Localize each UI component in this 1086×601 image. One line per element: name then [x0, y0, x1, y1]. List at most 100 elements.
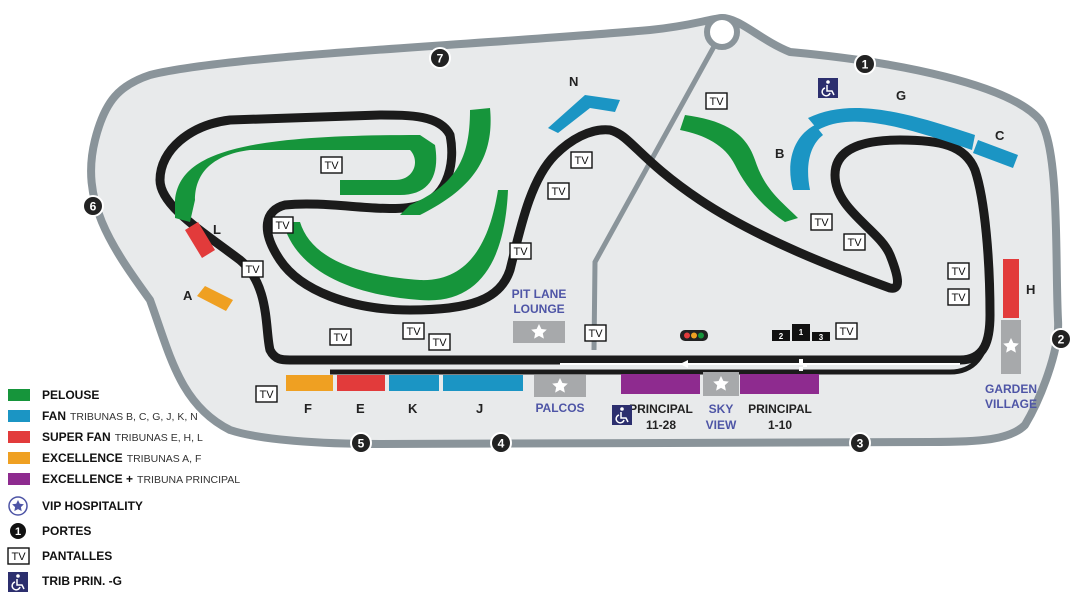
svg-text:TV: TV: [709, 96, 724, 108]
tv-screen-icon: TV: [843, 233, 866, 251]
tv-screen-icon: TV: [509, 242, 532, 260]
legend-swatch: [8, 452, 30, 464]
svg-text:TV: TV: [588, 328, 603, 340]
principal-left-label: 11-28: [646, 418, 676, 432]
roundabout: [704, 14, 740, 50]
svg-text:4: 4: [498, 437, 505, 451]
svg-text:3: 3: [857, 437, 864, 451]
tv-screen-icon: TV: [320, 156, 343, 174]
palcos-label: PALCOS: [535, 401, 584, 415]
stand-b: [790, 125, 823, 190]
stand-g: [808, 107, 975, 150]
sky-view-label: SKY: [709, 402, 734, 416]
svg-text:TV: TV: [839, 326, 854, 338]
svg-text:1: 1: [799, 328, 804, 337]
svg-text:1: 1: [862, 58, 869, 72]
svg-text:2: 2: [779, 332, 784, 341]
svg-text:TV: TV: [11, 551, 26, 563]
principal-right-label: 1-10: [768, 418, 792, 432]
star-icon: [713, 376, 729, 391]
stand-label-l: L: [213, 222, 221, 237]
stand-label-n: N: [569, 74, 578, 89]
svg-text:1: 1: [15, 526, 21, 538]
stand-label-k: K: [408, 401, 418, 416]
stand-n: [548, 95, 620, 133]
svg-text:TV: TV: [551, 186, 566, 198]
stand-label-b: B: [775, 146, 784, 161]
stand-j: [443, 375, 523, 391]
pit-lane-label: LOUNGE: [513, 302, 564, 316]
legend-label: VIP HOSPITALITY: [42, 499, 143, 513]
stand-label-g: G: [896, 88, 906, 103]
legend-label: PORTES: [42, 524, 91, 538]
excellence-stands: [197, 286, 333, 391]
gate-marker: 1: [854, 53, 876, 75]
pelouse-area-1: [175, 135, 437, 222]
tv-screen-icon: TV: [241, 260, 264, 278]
legend-label: TRIB PRIN. -G: [42, 574, 122, 588]
stand-principal-1-10: [740, 374, 819, 394]
stand-label-e: E: [356, 401, 365, 416]
pelouse-area-3: [283, 190, 508, 301]
gate-marker: 4: [490, 432, 512, 454]
svg-text:2: 2: [1058, 333, 1065, 347]
race-track: [155, 110, 995, 365]
podium-icon: 2 1 3: [772, 324, 830, 342]
svg-text:TV: TV: [814, 217, 829, 229]
stand-labels: N L A B G C H F E K J: [183, 74, 1035, 416]
star-icon: [531, 324, 547, 339]
stand-label-c: C: [995, 128, 1005, 143]
stand-l: [185, 222, 215, 258]
legend-item: EXCELLENCE +TRIBUNA PRINCIPAL: [8, 472, 240, 486]
stand-label-h: H: [1026, 282, 1035, 297]
svg-text:TV: TV: [259, 389, 274, 401]
stand-e: [337, 375, 385, 391]
principal-stands: [621, 374, 819, 394]
principal-right-label: PRINCIPAL: [748, 402, 812, 416]
arrow-left-icon: [680, 360, 716, 368]
legend-item: TRIB PRIN. -G: [8, 572, 122, 592]
tv-screen-icon: TV: [428, 333, 451, 351]
gate-marker: 7: [429, 47, 451, 69]
pit-lane: [330, 329, 993, 375]
legend-item: PELOUSE: [8, 388, 99, 402]
star-icon: [8, 496, 28, 516]
svg-text:TV: TV: [406, 326, 421, 338]
legend-label: PANTALLES: [42, 549, 112, 563]
area-labels: PIT LANE LOUNGE PALCOS PRINCIPAL 11-28 S…: [512, 287, 1037, 432]
svg-text:TV: TV: [951, 266, 966, 278]
access-road: [591, 30, 725, 351]
legend-label: PELOUSE: [42, 388, 99, 402]
traffic-light-icon: [680, 330, 708, 341]
legend-swatch: [8, 389, 30, 401]
legend-item: TV PANTALLES: [7, 547, 112, 565]
stand-a: [197, 286, 233, 311]
tv-screen-icon: TV: [947, 262, 970, 280]
fan-stands: [389, 95, 1018, 391]
stand-label-f: F: [304, 401, 312, 416]
svg-text:7: 7: [437, 52, 444, 66]
stand-f: [286, 375, 333, 391]
tv-screen-icon: TV: [7, 547, 30, 565]
garden-village-label: GARDEN: [985, 382, 1037, 396]
svg-text:TV: TV: [951, 292, 966, 304]
svg-text:TV: TV: [513, 246, 528, 258]
gate-marker: 2: [1050, 328, 1072, 350]
stand-c: [973, 140, 1018, 168]
stand-label-j: J: [476, 401, 483, 416]
tv-screen-icon: TV: [705, 92, 728, 110]
legend-swatch: [8, 473, 30, 485]
legend-item: VIP HOSPITALITY: [8, 496, 143, 516]
wheelchair-icon: [818, 78, 838, 98]
wheelchair-icon: [612, 405, 632, 425]
checkered-flag-icon: [799, 359, 807, 371]
gate-marker: 3: [849, 432, 871, 454]
tv-screen-icon: TV: [835, 322, 858, 340]
